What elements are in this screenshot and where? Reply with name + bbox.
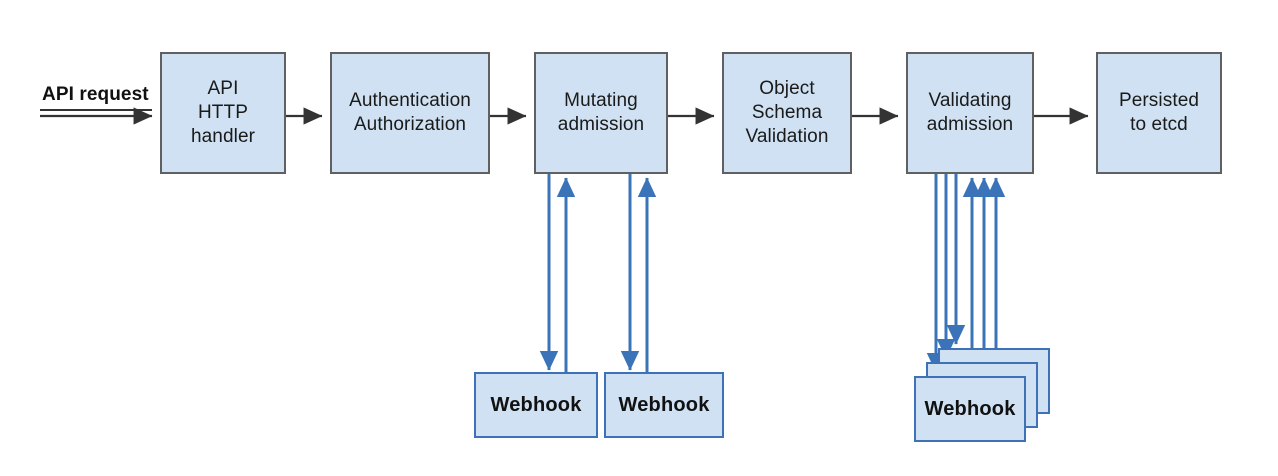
validating-webhook-1-label: Webhook bbox=[924, 397, 1016, 420]
node-api-http-handler-label: API HTTP handler bbox=[190, 77, 256, 148]
node-validating-admission[interactable]: Validating admission bbox=[906, 52, 1034, 174]
node-persisted-to-etcd[interactable]: Persisted to etcd bbox=[1096, 52, 1222, 174]
node-mutating-admission-label: Mutating admission bbox=[557, 89, 645, 135]
node-authentication-authorization[interactable]: Authentication Authorization bbox=[330, 52, 490, 174]
mutating-webhook-1-label: Webhook bbox=[490, 393, 582, 416]
api-request-label: API request bbox=[42, 84, 149, 105]
node-object-schema-validation[interactable]: Object Schema Validation bbox=[722, 52, 852, 174]
node-validating-admission-label: Validating admission bbox=[926, 89, 1014, 135]
validating-webhook-1[interactable]: Webhook bbox=[914, 376, 1026, 442]
node-api-http-handler[interactable]: API HTTP handler bbox=[160, 52, 286, 174]
mutating-webhook-2-label: Webhook bbox=[618, 393, 710, 416]
node-mutating-admission[interactable]: Mutating admission bbox=[534, 52, 668, 174]
node-persisted-to-etcd-label: Persisted to etcd bbox=[1118, 89, 1200, 135]
mutating-webhook-1[interactable]: Webhook bbox=[474, 372, 598, 438]
mutating-webhook-2[interactable]: Webhook bbox=[604, 372, 724, 438]
node-object-schema-validation-label: Object Schema Validation bbox=[745, 77, 829, 148]
node-authentication-authorization-label: Authentication Authorization bbox=[349, 89, 471, 135]
